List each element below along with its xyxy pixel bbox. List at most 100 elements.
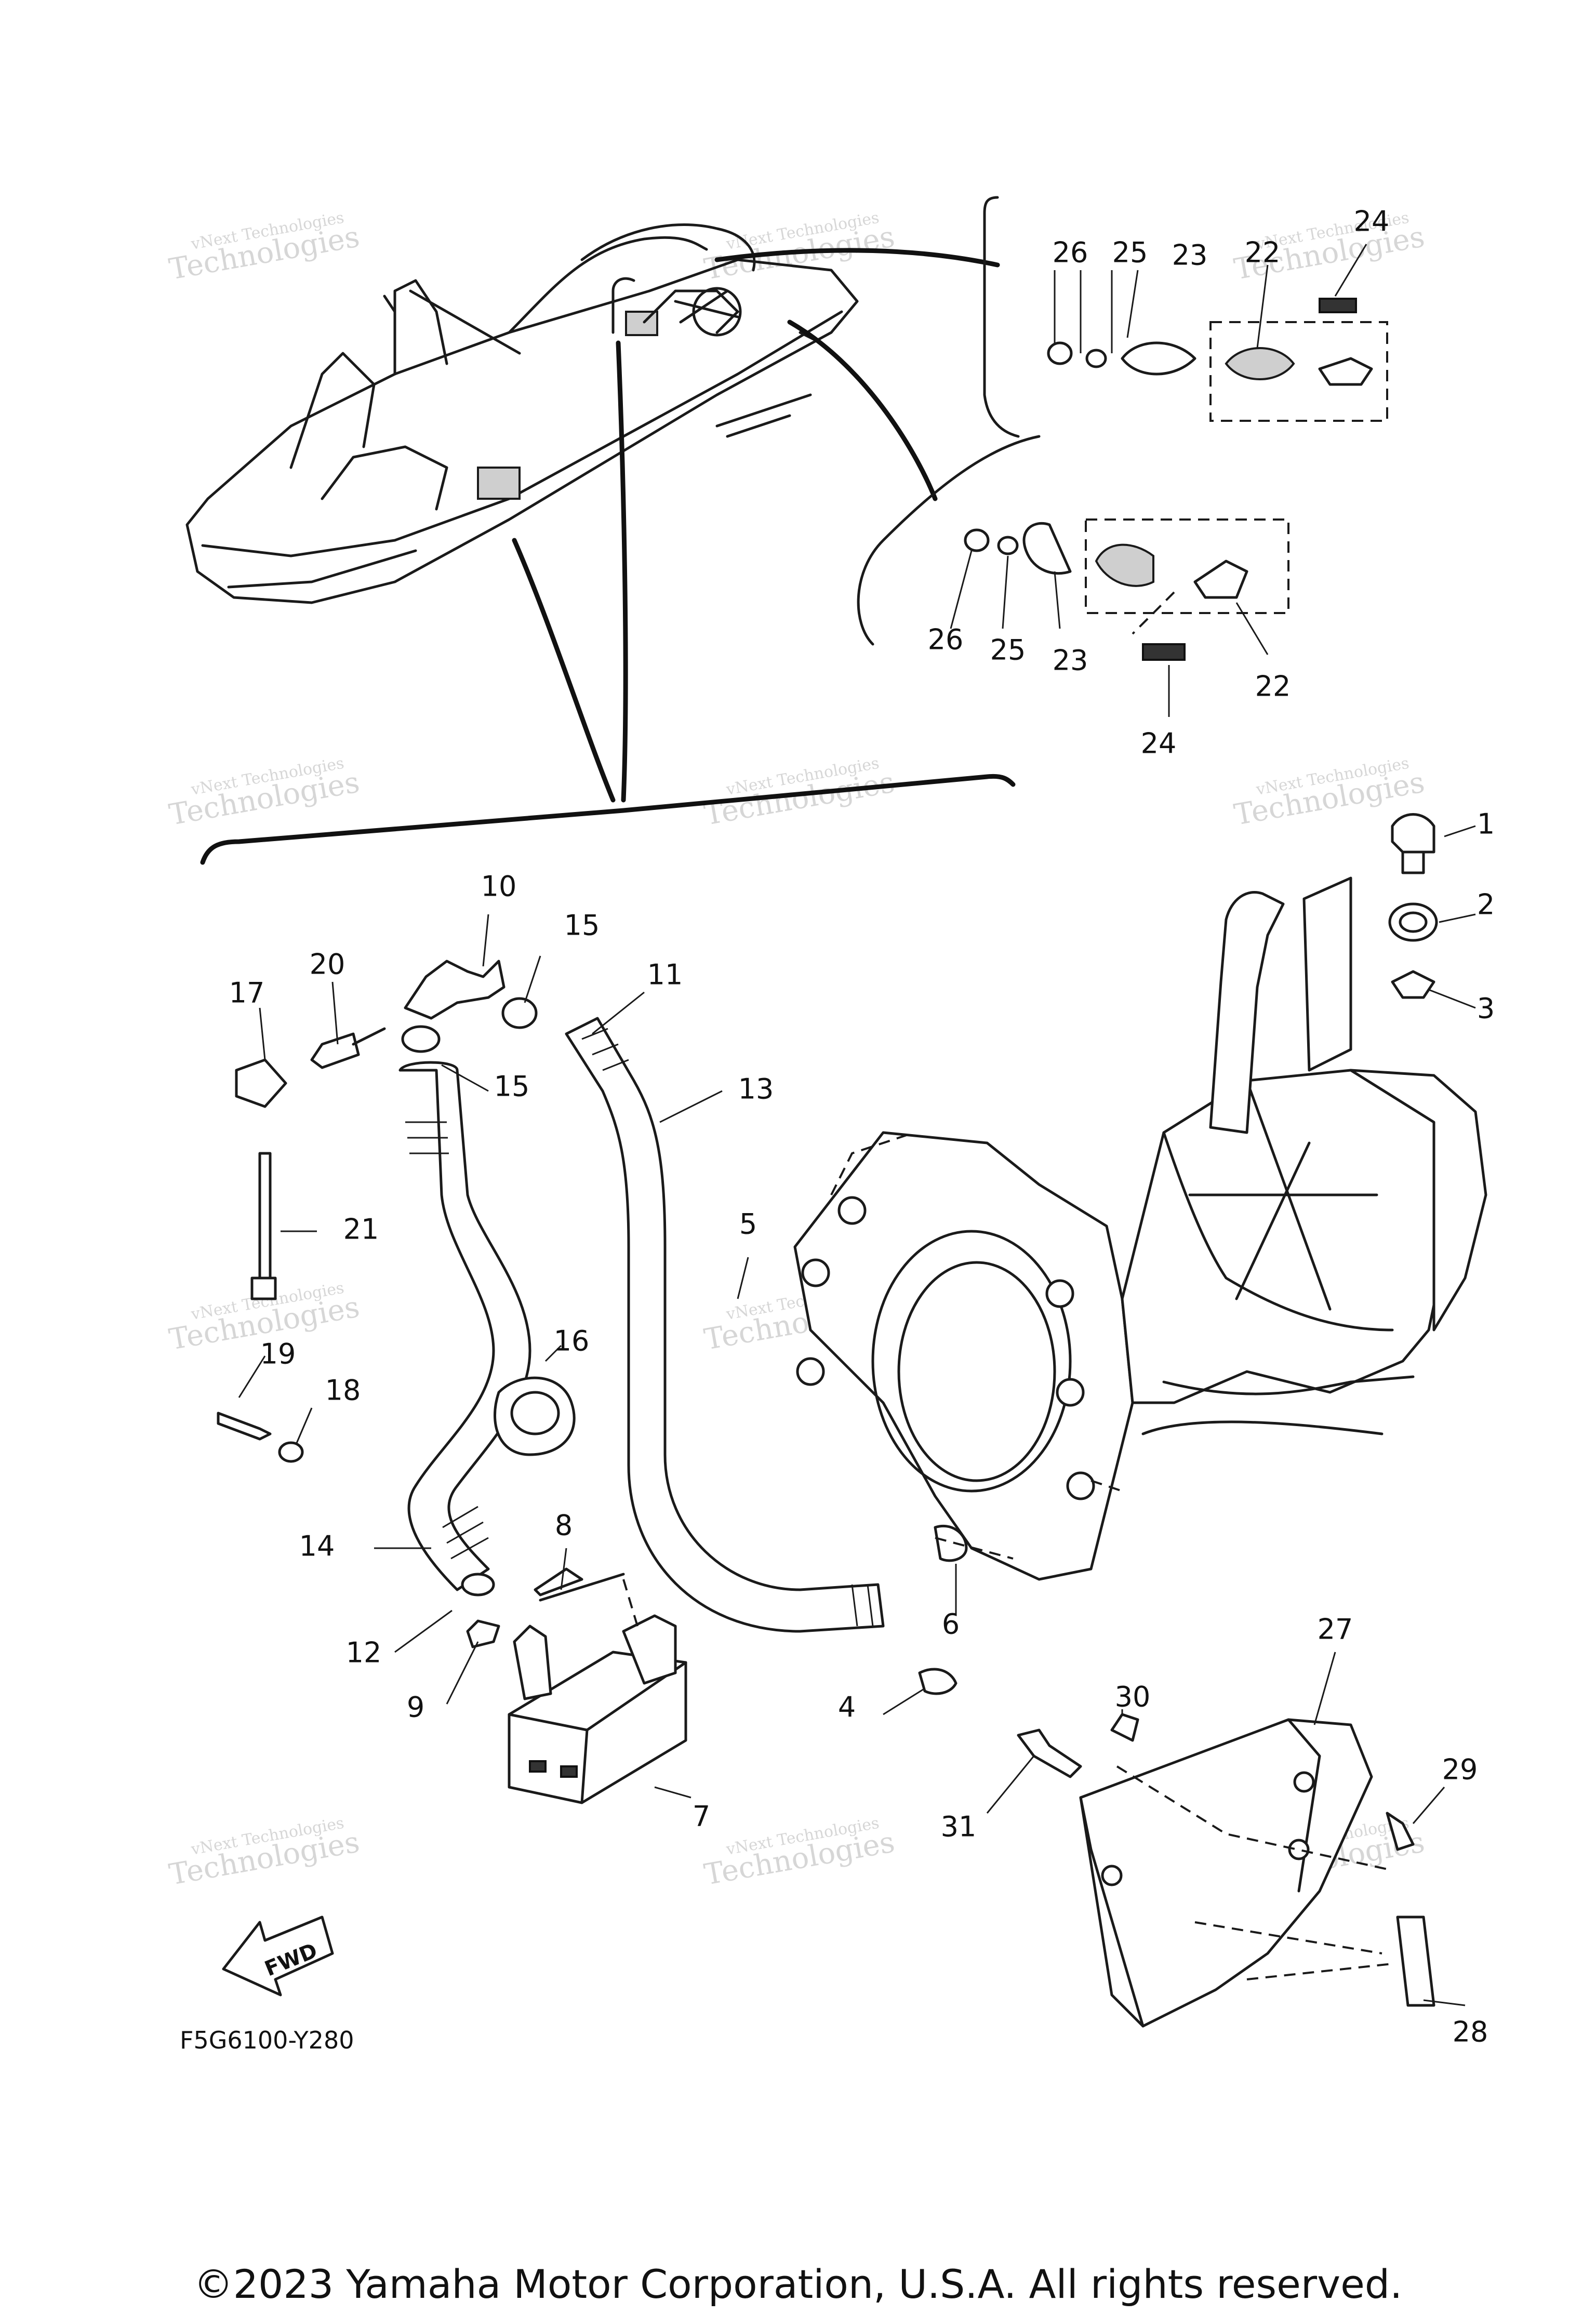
clamp-15 (501, 997, 538, 1029)
callout-30: 30 (1115, 1681, 1151, 1713)
callout-14: 14 (299, 1530, 335, 1563)
callout-26a: 26 (1053, 236, 1088, 269)
left-parts (217, 1027, 386, 1463)
tie-21 (258, 1152, 272, 1285)
callout-22a: 22 (1245, 236, 1281, 269)
clip-17 (235, 1058, 287, 1108)
callout-16: 16 (554, 1325, 590, 1358)
plate-28 (1396, 1915, 1435, 2007)
clamp-15 (401, 1025, 441, 1053)
hose-13 (565, 1017, 885, 1633)
callout-9: 9 (407, 1691, 424, 1724)
watermark: vNext Technologies Technologies (167, 1814, 362, 1892)
watermark: vNext Technologies Technologies (702, 1814, 897, 1892)
bolt-19 (217, 1412, 272, 1441)
screw-24 (1142, 643, 1186, 661)
duct-assembly (1017, 1713, 1435, 2028)
callout-24a: 24 (1354, 205, 1390, 238)
callout-28: 28 (1453, 2016, 1488, 2048)
drain-plug-group (1388, 813, 1438, 999)
callout-5: 5 (739, 1208, 757, 1241)
drain-plug-inset-upper (983, 196, 1388, 438)
callout-21: 21 (343, 1213, 379, 1246)
callout-23b: 23 (1053, 644, 1088, 677)
fwd-arrow: FWD (222, 1915, 334, 1997)
callout-24b: 24 (1141, 727, 1177, 760)
callout-29: 29 (1442, 1753, 1478, 1786)
callout-15b: 15 (494, 1070, 530, 1103)
box-assembly (508, 1567, 687, 1804)
callout-25a: 25 (1112, 236, 1148, 269)
callout-26b: 26 (928, 623, 964, 656)
callout-18: 18 (325, 1374, 361, 1407)
callout-8: 8 (555, 1509, 573, 1542)
callout-4: 4 (838, 1691, 856, 1724)
bolt-20 (310, 1032, 360, 1069)
box-connector (560, 1765, 578, 1778)
nut-30 (1110, 1713, 1139, 1742)
callout-23a: 23 (1172, 239, 1208, 272)
washer-18 (278, 1441, 304, 1463)
callout-25b: 25 (990, 634, 1026, 667)
callout-12: 12 (346, 1637, 382, 1669)
gasket-23 (1121, 341, 1196, 376)
nut-26 (964, 528, 990, 552)
elbow-10 (404, 960, 506, 1020)
nozzle-housing (1121, 1069, 1456, 1404)
clamp-4 (918, 1668, 957, 1695)
box-7 (508, 1651, 687, 1804)
callout-27: 27 (1318, 1613, 1353, 1646)
screw-24 (1319, 298, 1357, 313)
main-section-bracket (200, 774, 1016, 865)
washer-25 (997, 536, 1019, 555)
callout-22b: 22 (1255, 670, 1291, 703)
callout-31: 31 (941, 1811, 977, 1843)
callout-15a: 15 (564, 909, 600, 942)
callout-11: 11 (647, 959, 683, 991)
bolt-29 (1386, 1812, 1415, 1851)
watermark: vNext Technologies Technologies (702, 209, 897, 287)
drain-plug-22 (1095, 543, 1154, 587)
callout-20: 20 (310, 948, 345, 981)
watermark: vNext Technologies Technologies (167, 209, 362, 287)
nozzle-ring (1349, 1069, 1487, 1332)
box-bracket (622, 1614, 677, 1685)
drain-plug-cap-22 (1318, 357, 1373, 386)
plug-1 (1391, 813, 1435, 854)
tie-31 (1017, 1728, 1082, 1778)
bilge-tube (1209, 890, 1285, 1134)
clamp-3 (1391, 970, 1435, 999)
tie-head-21 (250, 1276, 277, 1300)
callout-10: 10 (481, 870, 517, 903)
drain-plug-cap-22 (1193, 560, 1248, 599)
leader-lines (238, 825, 1476, 2006)
washer-2 (1388, 902, 1438, 942)
grommet-16 (494, 1376, 576, 1456)
gasket-23 (1022, 522, 1072, 575)
callout-1: 1 (1477, 808, 1495, 841)
watercraft-overview (185, 223, 1000, 803)
nut-26 (1047, 341, 1073, 365)
hose-14 (398, 1061, 531, 1591)
bolt-8 (534, 1567, 583, 1596)
duct-27 (1079, 1718, 1373, 2028)
callout-19: 19 (260, 1338, 296, 1371)
jet-pump-housing (793, 876, 1487, 1581)
callout-6: 6 (942, 1608, 960, 1641)
copyright-notice: ©2023 Yamaha Motor Corporation, U.S.A. A… (193, 2261, 1403, 2307)
callout-17: 17 (229, 977, 265, 1009)
drain-plug-22 (1225, 347, 1295, 380)
hose-end-12 (461, 1573, 495, 1596)
intake-grate (477, 467, 521, 500)
drain-plug-inset-lower (857, 435, 1289, 717)
clamp-9 (466, 1619, 500, 1648)
callout-2: 2 (1477, 888, 1495, 921)
plug-stem-1 (1401, 850, 1425, 874)
box-fitting (513, 1625, 552, 1700)
clamp-6 (934, 1524, 968, 1562)
callout-7: 7 (693, 1800, 710, 1833)
hoses (398, 960, 968, 1695)
pump-housing-body (793, 1131, 1134, 1581)
callouts: 1 2 3 4 5 6 7 8 9 10 11 12 13 14 15 15 1… (229, 205, 1495, 2048)
